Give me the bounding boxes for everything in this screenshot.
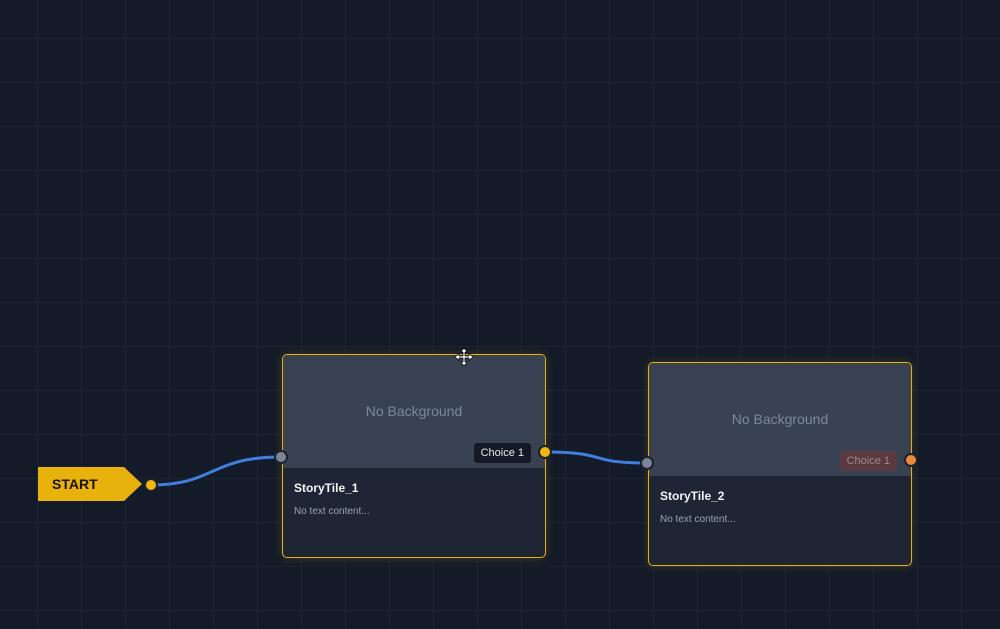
- story-tile-1[interactable]: No Background StoryTile_1 No text conten…: [282, 354, 546, 558]
- start-node[interactable]: START: [38, 467, 142, 501]
- start-label: START: [52, 476, 98, 492]
- tile-text-preview: No text content...: [294, 506, 370, 517]
- start-output-handle[interactable]: [144, 478, 158, 492]
- wire-start-to-storytile-1[interactable]: [149, 455, 283, 487]
- storytile-1-choice-1-output-handle[interactable]: [538, 445, 552, 459]
- tile-title: StoryTile_2: [660, 489, 725, 503]
- choice-badge[interactable]: Choice 1: [839, 451, 897, 471]
- storytile-1-input-handle[interactable]: [274, 450, 288, 464]
- storytile-2-choice-1-output-handle[interactable]: [904, 453, 918, 467]
- choice-badge[interactable]: Choice 1: [473, 443, 531, 463]
- story-tile-2[interactable]: No Background StoryTile_2 No text conten…: [648, 362, 912, 566]
- move-cursor-icon: [454, 347, 474, 367]
- tile-title: StoryTile_1: [294, 481, 359, 495]
- tile-text-preview: No text content...: [660, 514, 736, 525]
- storytile-2-input-handle[interactable]: [640, 456, 654, 470]
- wire-storytile-1-to-storytile-2[interactable]: [543, 450, 649, 465]
